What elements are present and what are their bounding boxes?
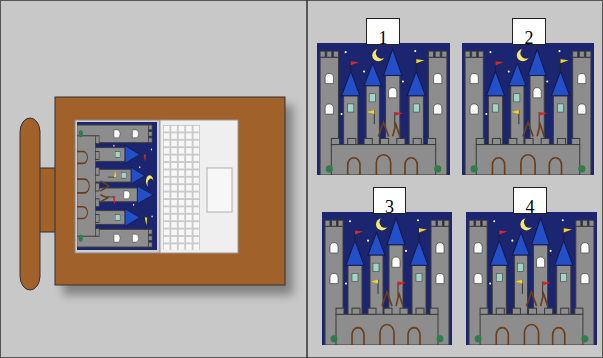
callout-number: 2: [525, 29, 534, 47]
castle-picture: [466, 212, 597, 345]
castle-pictures: [317, 43, 597, 345]
desk-scene: [20, 97, 293, 295]
laptop-castle-image: [77, 122, 157, 250]
laptop-keyboard-base: [160, 120, 238, 253]
castle-picture: [317, 43, 450, 175]
panel-divider: [306, 0, 308, 358]
callout-number: 3: [385, 198, 394, 216]
number-box: 3: [373, 187, 406, 214]
number-box: 1: [366, 18, 400, 45]
castle-picture: [322, 212, 452, 345]
desk: [55, 97, 285, 285]
laptop-screen-frame: [75, 120, 160, 253]
castle-picture: [462, 43, 594, 175]
number-box: 2: [512, 18, 546, 45]
chair-back: [20, 118, 40, 290]
laptop-keys: [163, 125, 200, 250]
laptop-touchpad: [207, 168, 232, 212]
callout-number: 4: [526, 198, 535, 216]
number-box: 4: [513, 187, 547, 214]
callout-number: 1: [379, 29, 388, 47]
